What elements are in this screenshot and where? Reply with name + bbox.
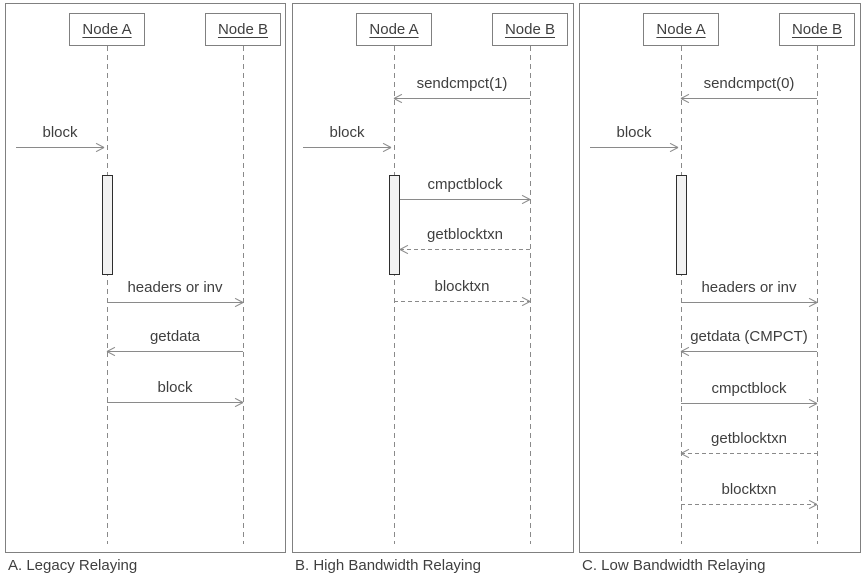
node-a-label: Node A [369, 21, 419, 38]
arrowhead [233, 397, 243, 408]
node-a-box: Node A [69, 13, 145, 46]
arrowhead [668, 142, 678, 153]
message-label: sendcmpct(0) [703, 75, 795, 92]
lifeline-node-a [394, 46, 395, 544]
node-b-box: Node B [205, 13, 281, 46]
lifeline-node-b [530, 46, 531, 544]
arrowhead [807, 297, 817, 308]
activation-bar-node-a [676, 175, 687, 275]
arrow-line [400, 249, 530, 250]
arrow-line [681, 302, 817, 303]
message-headers-or-inv: headers or inv [681, 279, 817, 303]
arrowhead [233, 297, 243, 308]
message-block-incoming: block [303, 124, 391, 148]
arrowhead [681, 448, 691, 459]
message-headers-or-inv: headers or inv [107, 279, 243, 303]
arrowhead [381, 142, 391, 153]
message-label: cmpctblock [711, 380, 787, 397]
caption-high-bandwidth-relaying: B. High Bandwidth Relaying [295, 557, 481, 574]
arrowhead [520, 296, 530, 307]
arrow-line [16, 147, 104, 148]
message-label: headers or inv [701, 279, 797, 296]
arrow-line [107, 351, 243, 352]
message-cmpctblock: cmpctblock [400, 176, 530, 200]
activation-bar-node-a [389, 175, 400, 275]
message-label: getblocktxn [711, 430, 787, 447]
message-getblocktxn: getblocktxn [681, 430, 817, 454]
message-sendcmpct-0: sendcmpct(0) [681, 75, 817, 99]
arrowhead [807, 499, 817, 510]
message-block-incoming: block [590, 124, 678, 148]
arrowhead [94, 142, 104, 153]
message-label: headers or inv [127, 279, 223, 296]
message-label: sendcmpct(1) [416, 75, 508, 92]
arrow-line [400, 199, 530, 200]
message-blocktxn: blocktxn [394, 278, 530, 302]
message-label: getdata (CMPCT) [690, 328, 808, 345]
message-label: getblocktxn [427, 226, 503, 243]
message-label: block [616, 124, 652, 141]
message-cmpctblock: cmpctblock [681, 380, 817, 404]
lifeline-node-a [681, 46, 682, 544]
node-b-box: Node B [779, 13, 855, 46]
arrow-line [681, 504, 817, 505]
arrowhead [394, 93, 404, 104]
message-label: blocktxn [434, 278, 490, 295]
arrow-line [107, 402, 243, 403]
message-label: block [42, 124, 78, 141]
node-a-box: Node A [643, 13, 719, 46]
lifeline-node-a [107, 46, 108, 544]
caption-low-bandwidth-relaying: C. Low Bandwidth Relaying [582, 557, 766, 574]
lifeline-node-b [243, 46, 244, 544]
message-getdata: getdata [107, 328, 243, 352]
node-b-label: Node B [217, 21, 269, 38]
arrowhead [520, 194, 530, 205]
panel-low-bandwidth-relaying: Node A Node B sendcmpct(0) block headers… [579, 3, 861, 553]
message-blocktxn: blocktxn [681, 481, 817, 505]
node-b-label: Node B [791, 21, 843, 38]
lifeline-node-b [817, 46, 818, 544]
panel-high-bandwidth-relaying: Node A Node B sendcmpct(1) block cmpctbl… [292, 3, 574, 553]
arrow-line [681, 403, 817, 404]
node-a-label: Node A [82, 21, 132, 38]
arrow-line [590, 147, 678, 148]
message-block-incoming: block [16, 124, 104, 148]
arrowhead [681, 93, 691, 104]
node-b-label: Node B [504, 21, 556, 38]
message-label: block [157, 379, 193, 396]
arrow-line [303, 147, 391, 148]
arrow-line [394, 301, 530, 302]
message-label: cmpctblock [427, 176, 503, 193]
node-a-label: Node A [656, 21, 706, 38]
message-getblocktxn: getblocktxn [400, 226, 530, 250]
activation-bar-node-a [102, 175, 113, 275]
arrowhead [807, 398, 817, 409]
message-label: blocktxn [721, 481, 777, 498]
message-getdata-cmpct: getdata (CMPCT) [681, 328, 817, 352]
arrowhead [681, 346, 691, 357]
node-a-box: Node A [356, 13, 432, 46]
message-block-relay: block [107, 379, 243, 403]
arrow-line [394, 98, 530, 99]
arrow-line [107, 302, 243, 303]
arrow-line [681, 98, 817, 99]
arrow-line [681, 453, 817, 454]
node-b-box: Node B [492, 13, 568, 46]
caption-legacy-relaying: A. Legacy Relaying [8, 557, 138, 574]
message-label: block [329, 124, 365, 141]
arrowhead [400, 244, 410, 255]
message-label: getdata [149, 328, 201, 345]
panel-legacy-relaying: Node A Node B block headers or inv getda… [5, 3, 286, 553]
arrowhead [107, 346, 117, 357]
message-sendcmpct-1: sendcmpct(1) [394, 75, 530, 99]
arrow-line [681, 351, 817, 352]
